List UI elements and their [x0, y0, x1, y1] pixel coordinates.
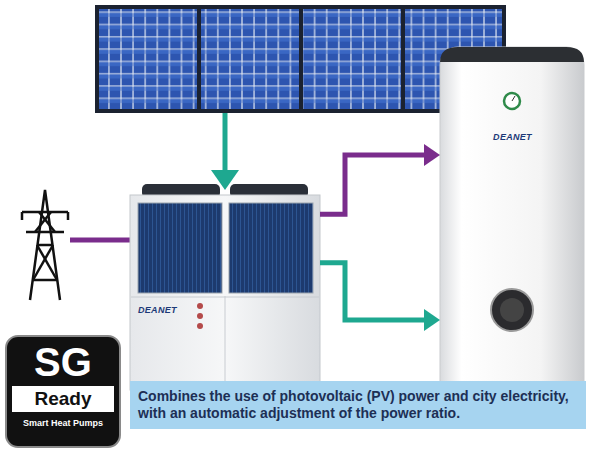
solar-module	[303, 9, 401, 109]
tank-cap	[440, 47, 584, 62]
solar-module	[201, 9, 299, 109]
heat-pump-body	[130, 195, 320, 390]
heat-pump-unit: DEANET	[130, 188, 320, 390]
badge-frame	[6, 336, 120, 447]
brand-logo: DEANET	[440, 132, 585, 142]
sg-ready-badge: SG ReadySmart Heat Pumps	[6, 336, 120, 447]
pv-arrow	[223, 113, 228, 172]
solar-module	[99, 9, 197, 109]
indicator	[197, 323, 203, 329]
caption-box: Combines the use of photovoltaic (PV) po…	[130, 381, 586, 429]
gauge-needle	[512, 96, 515, 101]
tank-port	[500, 298, 524, 322]
badge-title: SG	[6, 340, 120, 384]
indicator	[197, 313, 203, 319]
panel-seam	[131, 297, 319, 298]
gauge	[504, 93, 520, 109]
water-tank: DEANET	[440, 45, 585, 401]
grid-wire	[70, 238, 131, 243]
badge-note: Smart Heat Pumps	[6, 418, 120, 429]
panel-seam	[225, 296, 226, 389]
tank-port	[491, 289, 533, 331]
flow-arrow	[320, 144, 440, 214]
flow-arrow	[320, 263, 440, 331]
coil-panel	[229, 203, 313, 293]
coil-panel	[138, 203, 222, 293]
indicator	[197, 303, 203, 309]
badge-subtitle: Ready	[6, 388, 120, 410]
tank-body	[440, 47, 584, 401]
grid-tower	[22, 190, 68, 300]
brand-logo: DEANET	[138, 305, 177, 315]
